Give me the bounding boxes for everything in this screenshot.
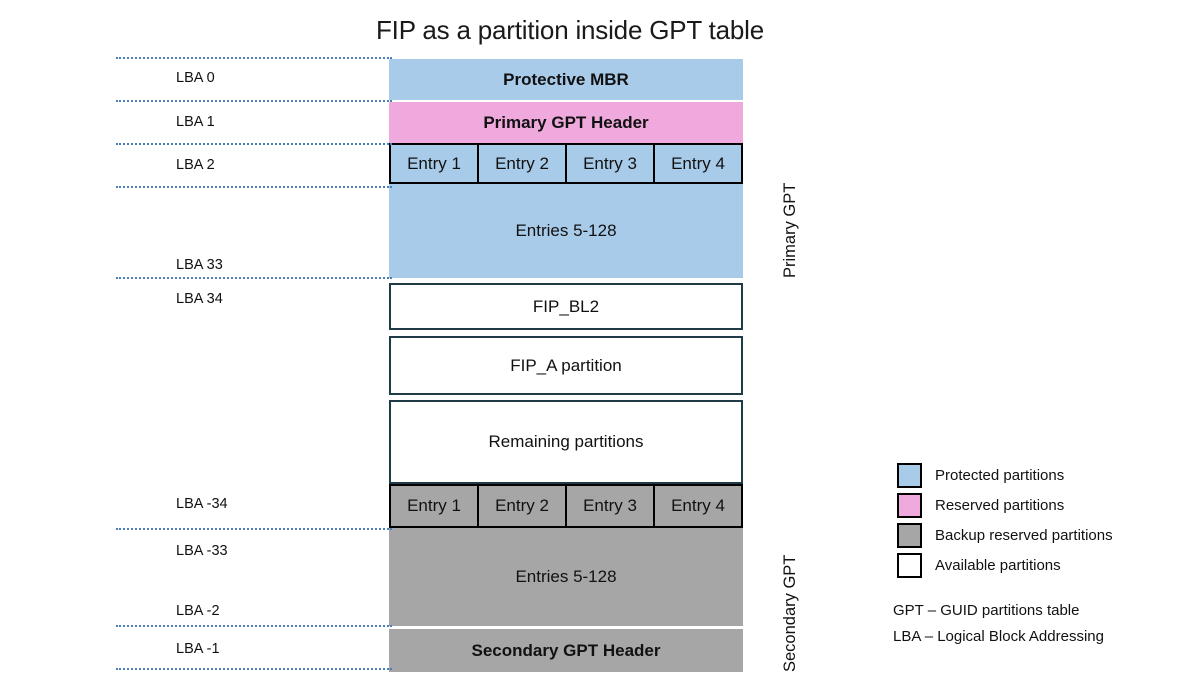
secondary-gpt-side-label: Secondary GPT (781, 554, 799, 672)
guide-line (116, 186, 392, 188)
protective-mbr: Protective MBR (389, 59, 743, 100)
lba-label: LBA 33 (176, 257, 223, 273)
legend-item: Protected partitions (897, 460, 1167, 490)
gpt-entry-cell: Entry 2 (479, 145, 567, 182)
legend-item: Available partitions (897, 550, 1167, 580)
primary-entries-5-128: Entries 5-128 (389, 184, 743, 278)
guide-line (116, 625, 392, 627)
gpt-entry-cell: Entry 1 (391, 145, 479, 182)
abbreviation-note: LBA – Logical Block Addressing (893, 628, 1104, 645)
primary-gpt-header: Primary GPT Header (389, 102, 743, 143)
legend-item-label: Protected partitions (935, 466, 1065, 484)
legend-swatch-icon (897, 522, 922, 548)
legend-item-label: Backup reserved partitions (935, 526, 1113, 544)
gpt-entry-cell: Entry 3 (567, 486, 655, 526)
legend-swatch-icon (897, 492, 922, 518)
page-title: FIP as a partition inside GPT table (0, 14, 1182, 46)
gpt-entry-cell: Entry 4 (655, 486, 741, 526)
lba-label: LBA -34 (176, 496, 228, 512)
secondary-entries-5-128: Entries 5-128 (389, 527, 743, 626)
gpt-entry-cell: Entry 3 (567, 145, 655, 182)
guide-line (116, 277, 392, 279)
guide-line (116, 57, 392, 59)
lba-label: LBA -33 (176, 543, 228, 559)
guide-line (116, 528, 392, 530)
legend-swatch-icon (897, 462, 922, 488)
legend-item-label: Reserved partitions (935, 496, 1065, 514)
lba-label: LBA 34 (176, 291, 223, 307)
gpt-entry-cell: Entry 1 (391, 486, 479, 526)
primary-gpt-side-label: Primary GPT (781, 182, 799, 278)
page-title-text: FIP as a partition inside GPT table (375, 15, 765, 45)
fip-bl2: FIP_BL2 (389, 283, 743, 330)
lba-label: LBA -1 (176, 641, 220, 657)
secondary-gpt-header: Secondary GPT Header (389, 629, 743, 672)
legend-item: Backup reserved partitions (897, 520, 1167, 550)
guide-line (116, 668, 392, 670)
legend-item: Reserved partitions (897, 490, 1167, 520)
lba-label: LBA -2 (176, 603, 220, 619)
legend-item-label: Available partitions (935, 556, 1061, 574)
fip-a-partition: FIP_A partition (389, 336, 743, 395)
remaining-partitions: Remaining partitions (389, 400, 743, 484)
lba-label: LBA 1 (176, 114, 215, 130)
guide-line (116, 100, 392, 102)
lba-label: LBA 2 (176, 157, 215, 173)
guide-line (116, 143, 392, 145)
lba-label: LBA 0 (176, 70, 215, 86)
gpt-entry-cell: Entry 4 (655, 145, 741, 182)
legend-swatch-icon (897, 552, 922, 578)
gpt-entry-cell: Entry 2 (479, 486, 567, 526)
abbreviation-note: GPT – GUID partitions table (893, 602, 1080, 619)
